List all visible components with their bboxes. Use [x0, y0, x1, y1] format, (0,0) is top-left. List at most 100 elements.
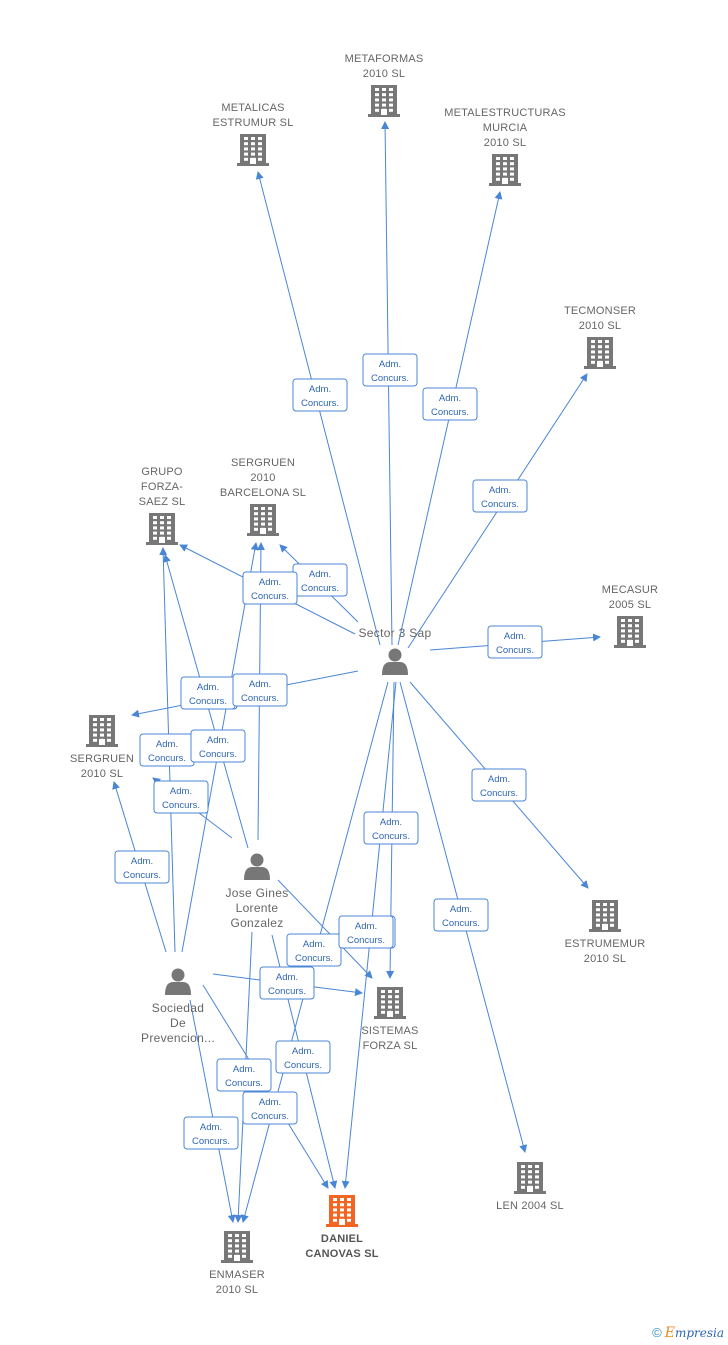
- node-label: Jose Gines: [225, 886, 288, 900]
- edge-label-text: Adm.: [207, 735, 229, 746]
- edge-label-text: Concurs.: [251, 591, 289, 602]
- edge-label-sector3-metalicas[interactable]: Adm.Concurs.: [292, 378, 348, 412]
- edge-label-box: [422, 387, 478, 421]
- node-sector3[interactable]: Sector 3 Sap: [359, 626, 432, 675]
- edge-label-jose-sistemas[interactable]: Adm.Concurs.: [338, 915, 394, 949]
- edge-label-sociedad-sergruen[interactable]: Adm.Concurs.: [114, 850, 170, 884]
- edge-label-text: Adm.: [170, 786, 192, 797]
- node-label: LEN 2004 SL: [496, 1200, 564, 1212]
- edge-label-text: Concurs.: [123, 870, 161, 881]
- brand-logo-initial: E: [664, 1325, 675, 1341]
- edge-label-box: [433, 898, 489, 932]
- edge-label-sociedad-sergruen_bcn[interactable]: Adm.Concurs.: [190, 729, 246, 763]
- edge-label-text: Concurs.: [431, 407, 469, 418]
- edge-label-jose-sergruen_bcn[interactable]: Adm.Concurs.: [232, 673, 288, 707]
- edge-label-box: [242, 571, 298, 605]
- edge-label-text: Adm.: [259, 1097, 281, 1108]
- node-label: FORZA SL: [363, 1040, 418, 1052]
- edge-label-sector3-enmaser[interactable]: Adm.Concurs.: [286, 933, 342, 967]
- node-sociedad[interactable]: SociedadDePrevencion...: [141, 968, 215, 1046]
- building-icon: [247, 504, 279, 536]
- edge-label-box: [338, 915, 394, 949]
- edge-jose-sistemas: [277, 879, 373, 979]
- edge-label-text: Adm.: [197, 682, 219, 693]
- edge-label-text: Adm.: [292, 1046, 314, 1057]
- edge-label-box: [114, 850, 170, 884]
- node-label: ESTRUMUR SL: [212, 117, 293, 129]
- edge-label-text: Adm.: [200, 1122, 222, 1133]
- edge-labels-layer: Adm. Concurs. Adm. Concurs. Adm. Concurs. Adm.…: [114, 353, 543, 1150]
- edge-label-text: Concurs.: [295, 953, 333, 964]
- edge-label-sector3-metalestructuras[interactable]: Adm.Concurs.: [422, 387, 478, 421]
- edge-label-box: [259, 966, 315, 1000]
- node-label: Prevencion...: [141, 1031, 215, 1045]
- building-icon: [514, 1162, 546, 1194]
- node-sistemas[interactable]: SISTEMAS FORZA SL: [361, 987, 418, 1052]
- edge-sociedad-enmaser: [189, 999, 236, 1223]
- node-label: ENMASER: [209, 1269, 265, 1281]
- edge-label-text: Concurs.: [162, 800, 200, 811]
- node-label: MECASUR: [602, 584, 658, 596]
- edge-label-sociedad-sistemas[interactable]: Adm.Concurs.: [259, 966, 315, 1000]
- edge-label-sector3-metaformas[interactable]: Adm.Concurs.: [362, 353, 418, 387]
- footer-brand[interactable]: ©Empresia: [652, 1325, 724, 1341]
- building-icon: [584, 337, 616, 369]
- edge-label-text: Concurs.: [372, 831, 410, 842]
- building-icon: [489, 154, 521, 186]
- edge-label-text: Concurs.: [189, 696, 227, 707]
- edge-label-text: Adm.: [489, 485, 511, 496]
- edge-label-box: [183, 1116, 239, 1150]
- edge-label-text: Concurs.: [251, 1111, 289, 1122]
- edge-label-sector3-tecmonser[interactable]: Adm. Concurs.: [472, 479, 528, 513]
- edge-label-jose-enmaser[interactable]: Adm.Concurs.: [216, 1058, 272, 1092]
- edge-label-text: Concurs.: [481, 499, 519, 510]
- edge-label-sector3-len[interactable]: Adm.Concurs.: [433, 898, 489, 932]
- node-label: FORZA-: [141, 481, 183, 493]
- edge-label-text: Adm.: [233, 1064, 255, 1075]
- edge-label-jose-sergruen[interactable]: Adm. Concurs.: [153, 780, 209, 814]
- edge-label-sociedad-daniel[interactable]: Adm. Concurs.: [242, 1091, 298, 1125]
- edge-label-box: [363, 811, 419, 845]
- edge-label-box: [471, 768, 527, 802]
- building-icon: [326, 1195, 358, 1227]
- edge-label-sector3-sergruen_bcn[interactable]: Adm.Concurs.: [292, 563, 348, 597]
- edge-label-text: Concurs.: [148, 753, 186, 764]
- edge-label-text: Concurs.: [301, 583, 339, 594]
- edge-label-text: Concurs.: [301, 398, 339, 409]
- edge-label-sector3-grupo[interactable]: Adm.Concurs.: [242, 571, 298, 605]
- edge-label-box: [242, 1091, 298, 1125]
- node-label: SISTEMAS: [361, 1025, 418, 1037]
- edge-label-sociedad-enmaser[interactable]: Adm.Concurs.: [183, 1116, 239, 1150]
- edge-label-text: Concurs.: [347, 935, 385, 946]
- node-label: 2010 SL: [484, 137, 526, 149]
- edges-layer: [112, 121, 601, 1223]
- edge-label-sector3-estrumemur[interactable]: Adm.Concurs.: [471, 768, 527, 802]
- edge-label-box: [286, 933, 342, 967]
- edge-label-text: Adm.: [488, 774, 510, 785]
- node-label: Sector 3 Sap: [359, 626, 432, 640]
- node-label: 2010 SL: [579, 320, 621, 332]
- edge-label-sociedad-grupo[interactable]: Adm.Concurs.: [139, 733, 195, 767]
- edge-label-sector3-mecasur[interactable]: Adm.Concurs.: [487, 625, 543, 659]
- edge-label-jose-grupo[interactable]: Adm. Concurs.: [180, 676, 236, 710]
- edge-label-jose-daniel[interactable]: Adm.Concurs.: [275, 1040, 331, 1074]
- edge-label-text: Concurs.: [442, 918, 480, 929]
- edge-label-sector3-sistemas[interactable]: Adm.Concurs.: [363, 811, 419, 845]
- node-len[interactable]: LEN 2004 SL: [496, 1162, 564, 1212]
- edge-label-text: Concurs.: [241, 693, 279, 704]
- edge-label-text: Adm.: [504, 631, 526, 642]
- node-label: Sociedad: [152, 1001, 204, 1015]
